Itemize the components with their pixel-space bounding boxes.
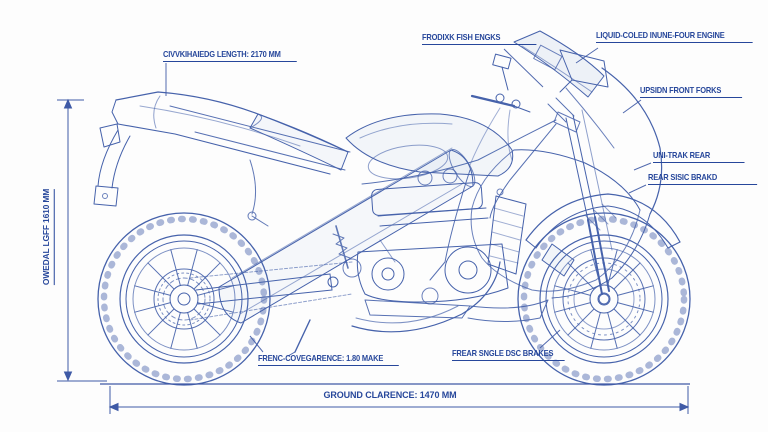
callout-headlights: FRODIXK FISH ENGKS (422, 33, 537, 45)
callout-front-clearance: FRENC-COVEGARENCE: 1.80 MAKE (258, 354, 399, 366)
mirror (559, 49, 609, 93)
fuel-tank (345, 113, 514, 177)
handlebar-controls (470, 44, 563, 113)
exhaust-pipes (351, 261, 501, 333)
belly-pan (364, 299, 549, 322)
windscreen (513, 30, 605, 98)
radiator (487, 188, 527, 275)
passenger-peg-bracket (247, 159, 269, 227)
side-stand (287, 319, 311, 357)
callout-front-forks: UPSIDN FRONT FORKS (640, 86, 743, 98)
callout-overall-height: OWEDAL LGFF 1610 MM (41, 188, 55, 286)
rear-fender (93, 129, 131, 207)
leader-lines (165, 47, 652, 353)
callout-rear-disc-brakes: FREAR SNGLE DSC BRAKES (452, 349, 565, 361)
engine (342, 107, 513, 305)
callout-engine: LIQUID-COLED INUNE-FOUR ENGINE (596, 31, 753, 43)
length-dimension (108, 386, 690, 414)
callout-ground-clearance: GROUND CLARENCE: 1470 MM (323, 390, 457, 400)
exhaust-muffler (218, 147, 476, 324)
airbox (367, 144, 449, 180)
front-fork-assembly (541, 109, 613, 295)
seat (249, 113, 349, 171)
callout-overall-length: CIVVKIHAIEDG LENGTH: 2170 MM (163, 50, 297, 62)
front-fender (525, 193, 681, 249)
dimension-lines (57, 47, 690, 414)
frame (169, 97, 575, 281)
callout-rear-brake: REAR SISIC BRAKD (648, 173, 758, 185)
rear-wheel (98, 213, 270, 385)
height-dimension (57, 98, 107, 382)
callout-rear-suspension: UNI-TRAK REAR (653, 151, 745, 163)
